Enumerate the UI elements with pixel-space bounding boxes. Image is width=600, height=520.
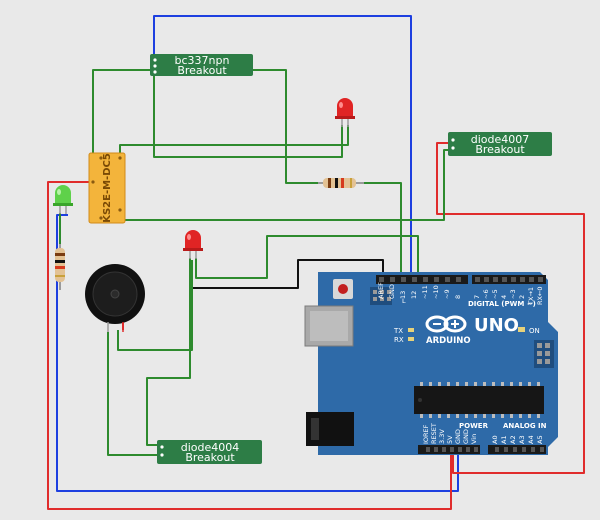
pin-label-a2: A2 [509, 435, 517, 444]
buzzer[interactable] [85, 264, 145, 332]
wire-red-5v[interactable] [47, 181, 452, 510]
wires [47, 15, 585, 510]
pin-label-gnd: GND [388, 284, 396, 299]
resistor-2[interactable] [55, 244, 65, 290]
rx-label: RX [394, 336, 404, 344]
atmega-chip [414, 382, 544, 418]
diode4007-label: diode4007 [471, 133, 530, 146]
arduino-brand-label: ARDUINO [426, 336, 471, 346]
bottom-header-holes [426, 447, 544, 452]
pin-label-a5: A5 [536, 435, 544, 444]
diode4007-breakout[interactable]: diode4007 Breakout [448, 132, 552, 156]
pin-label-6: ~6 [482, 289, 490, 299]
wire-green-d4004[interactable] [107, 332, 160, 456]
pin-label-a1: A1 [500, 435, 508, 444]
pin-label-gnd2: GND [462, 429, 470, 444]
diode4004-label: diode4004 [181, 441, 240, 454]
pin-label-rx0: RX←0 [536, 286, 544, 305]
pin-label-12: 12 [410, 291, 418, 299]
led-red-2[interactable] [183, 230, 203, 259]
relay-label: KS2E-M-DC5 [102, 153, 113, 223]
pin-label-gnd1: GND [454, 429, 462, 444]
digital-header-holes [379, 277, 543, 282]
bc337npn-label: bc337npn [175, 54, 230, 67]
diode4007-sublabel: Breakout [475, 143, 525, 156]
pin-label-7: 7 [473, 295, 481, 299]
arduino-logo-icon [425, 315, 467, 333]
analog-in-label: ANALOG IN [503, 422, 547, 430]
pin-label-3v3: 3.3V [438, 429, 446, 444]
diode4004-sublabel: Breakout [185, 451, 235, 464]
uno-label: UNO [474, 315, 519, 336]
icsp-header-right [534, 340, 554, 368]
pin-label-4: 4 [500, 295, 508, 299]
wire-green-led1-bc337[interactable] [153, 75, 343, 158]
pin-label-10: ~10 [432, 285, 440, 299]
wire-green-bc337-resistor[interactable] [253, 69, 318, 184]
resistor-1[interactable] [318, 178, 364, 188]
pin-label-2: 2 [518, 295, 526, 299]
pin-label-a0: A0 [491, 435, 499, 444]
power-label: POWER [459, 422, 489, 430]
on-label: ON [529, 327, 540, 335]
power-pin-labels: IOREF RESET 3.3V 5V GND GND Vin [422, 423, 478, 444]
pin-label-a4: A4 [527, 435, 535, 444]
wire-green-led2[interactable] [195, 235, 419, 282]
wire-green-led1-relay[interactable] [119, 125, 349, 158]
pin-label-ioref: IOREF [422, 424, 430, 444]
digital-header-1 [376, 275, 468, 284]
diode4004-breakout[interactable]: diode4004 Breakout [157, 440, 262, 464]
power-header [418, 445, 480, 454]
l-led-label: L [402, 297, 406, 305]
wire-red-diode4007[interactable] [436, 142, 585, 474]
pin-label-aref: AREF [377, 282, 385, 299]
analog-pin-labels: A0 A1 A2 A3 A4 A5 [491, 435, 544, 444]
bc337npn-sublabel: Breakout [177, 64, 227, 77]
pin-label-tx1: TX→1 [527, 287, 535, 306]
pin-label-11: ~11 [421, 285, 429, 299]
wire-green-resistor-pin[interactable] [364, 182, 402, 282]
led-red-1[interactable] [335, 98, 355, 127]
relay-ks2e[interactable]: KS2E-M-DC5 [88, 152, 126, 224]
pin-label-a3: A3 [518, 435, 526, 444]
pin-label-reset: RESET [430, 423, 438, 444]
rx-led [408, 337, 414, 341]
top-pin-labels: AREF GND 13 12 ~11 ~10 ~9 8 7 ~6 ~5 4 ~3… [377, 282, 544, 306]
pin-label-8: 8 [454, 295, 462, 299]
bc337npn-breakout[interactable]: bc337npn Breakout [150, 54, 253, 77]
pin-label-5v: 5V [446, 435, 454, 444]
tx-label: TX [393, 327, 403, 335]
pin-label-3: ~3 [509, 289, 517, 299]
pin-label-vin: Vin [470, 434, 478, 444]
led-green[interactable] [53, 185, 73, 214]
icsp-header-small [370, 287, 392, 305]
wire-green-buzzer[interactable] [117, 260, 193, 351]
on-led [518, 327, 525, 332]
pin-label-5: ~5 [491, 289, 499, 299]
wire-blue-gnd[interactable] [153, 15, 412, 282]
wire-green-led2-down[interactable] [146, 258, 191, 446]
arduino-uno-board[interactable]: AREF GND 13 12 ~11 ~10 ~9 8 7 ~6 ~5 4 ~3… [304, 272, 558, 455]
tx-led [408, 328, 414, 332]
pin-label-13: 13 [399, 291, 407, 299]
digital-header-2 [472, 275, 546, 284]
pin-label-9: ~9 [443, 289, 451, 299]
digital-pwm-label: DIGITAL (PWM ~) [468, 300, 536, 308]
